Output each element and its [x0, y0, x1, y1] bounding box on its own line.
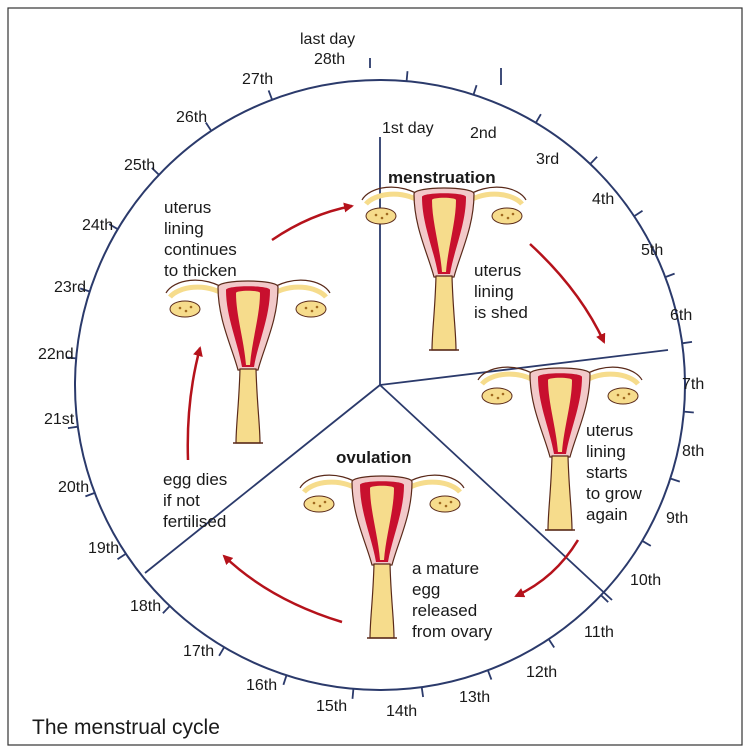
svg-text:lining: lining: [164, 219, 204, 238]
note-egg-dies: egg dies if not fertilised: [163, 470, 227, 531]
day-label-12: 12th: [526, 664, 557, 681]
day-label-10: 10th: [630, 572, 661, 589]
day-tick-17: [218, 646, 225, 657]
day-ticks: [66, 71, 694, 699]
divider-ovulation: [379, 384, 613, 601]
day-label-28: 28th: [314, 51, 345, 68]
day-label-14: 14th: [386, 703, 417, 720]
day-tick-12: [547, 638, 555, 648]
day-label-20: 20th: [58, 479, 89, 496]
phase-menstruation: menstruation: [388, 168, 496, 187]
arrow-to-menstruation: [271, 202, 354, 242]
day-tick-13: [487, 669, 493, 680]
day-label-15: 15th: [316, 698, 347, 715]
day-tick-20: [85, 492, 96, 498]
day-label-24: 24th: [82, 217, 113, 234]
day-label-13: 13th: [459, 689, 490, 706]
day-label-16: 16th: [246, 677, 277, 694]
day-label-3: 3rd: [536, 151, 559, 168]
day-label-17: 17th: [183, 643, 214, 660]
day-tick-9: [670, 477, 681, 483]
day-tick-19: [117, 552, 127, 560]
day-tick-27: [267, 90, 273, 101]
frame-border: [7, 7, 743, 746]
note-continues-to-thicken: uterus lining continues to thicken: [164, 198, 237, 280]
day-tick-3: [535, 113, 542, 124]
day-tick-1: [405, 71, 409, 82]
day-tick-8: [683, 410, 694, 414]
day-label-21: 21st: [44, 411, 75, 428]
divider-egg-dies: [144, 384, 381, 574]
note-starts-to-grow: uterus lining starts to grow again: [586, 421, 642, 524]
svg-text:from ovary: from ovary: [412, 622, 493, 641]
day-label-last-day: last day: [300, 31, 355, 48]
svg-text:egg dies: egg dies: [163, 470, 227, 489]
svg-text:starts: starts: [586, 463, 628, 482]
svg-text:is shed: is shed: [474, 303, 528, 322]
day-tick-11: [600, 594, 609, 603]
day-label-5: 5th: [641, 242, 663, 259]
svg-text:to thicken: to thicken: [164, 261, 237, 280]
day-label-23: 23rd: [54, 279, 86, 296]
svg-text:lining: lining: [474, 282, 514, 301]
day-tick-26: [205, 122, 213, 132]
day-tick-21: [67, 425, 79, 429]
day-label-1: 1st day: [382, 120, 434, 137]
day-tick-7: [681, 341, 693, 345]
svg-text:uterus: uterus: [586, 421, 633, 440]
arrow-to-growth: [529, 243, 606, 344]
day-tick-22: [66, 356, 77, 360]
day-label-22: 22nd: [38, 346, 74, 363]
day-label-6: 6th: [670, 307, 692, 324]
svg-text:continues: continues: [164, 240, 237, 259]
arrow-to-ovulation: [514, 539, 580, 598]
svg-text:to grow: to grow: [586, 484, 642, 503]
day-tick-10: [641, 540, 652, 547]
day-tick-16: [282, 675, 288, 686]
day-label-26: 26th: [176, 109, 207, 126]
note-egg-released: a mature egg released from ovary: [412, 559, 493, 641]
day-label-2: 2nd: [470, 125, 497, 142]
divider-growth: [379, 349, 669, 386]
day-tick-5: [633, 210, 643, 218]
svg-text:fertilised: fertilised: [163, 512, 226, 531]
svg-text:a mature: a mature: [412, 559, 479, 578]
cycle-circle: [74, 79, 686, 691]
day-tick-25: [151, 167, 160, 176]
phase-ovulation: ovulation: [336, 448, 412, 467]
day-tick-6: [664, 272, 675, 278]
svg-text:again: again: [586, 505, 628, 524]
arrow-to-thickening: [186, 346, 203, 461]
day-tick-14: [420, 686, 424, 698]
day-label-27: 27th: [242, 71, 273, 88]
day-tick-18: [162, 605, 171, 614]
svg-text:lining: lining: [586, 442, 626, 461]
note-lining-shed: uterus lining is shed: [474, 261, 528, 322]
day-label-19: 19th: [88, 540, 119, 557]
day-label-7: 7th: [682, 376, 704, 393]
day-label-8: 8th: [682, 443, 704, 460]
diagram-caption: The menstrual cycle: [32, 716, 220, 739]
svg-text:uterus: uterus: [474, 261, 521, 280]
uterus-illustration-thickening: [166, 280, 330, 443]
day-tick-4: [589, 156, 598, 165]
day-label-25: 25th: [124, 157, 155, 174]
svg-text:released: released: [412, 601, 477, 620]
day-tick-23: [79, 287, 90, 293]
day-label-11: 11th: [584, 624, 614, 641]
arrow-to-egg-dies: [222, 554, 343, 624]
day-tick-15: [351, 688, 355, 699]
day-tick-24: [108, 223, 119, 230]
svg-text:if not: if not: [163, 491, 200, 510]
day-label-18: 18th: [130, 598, 161, 615]
day-label-4: 4th: [592, 191, 614, 208]
day-tick-2: [472, 84, 478, 95]
svg-text:uterus: uterus: [164, 198, 211, 217]
day-label-9: 9th: [666, 510, 688, 527]
day-labels: 1st day 2nd 3rd 4th 5th 6th 7th 8th 9th …: [38, 31, 704, 720]
svg-text:egg: egg: [412, 580, 440, 599]
